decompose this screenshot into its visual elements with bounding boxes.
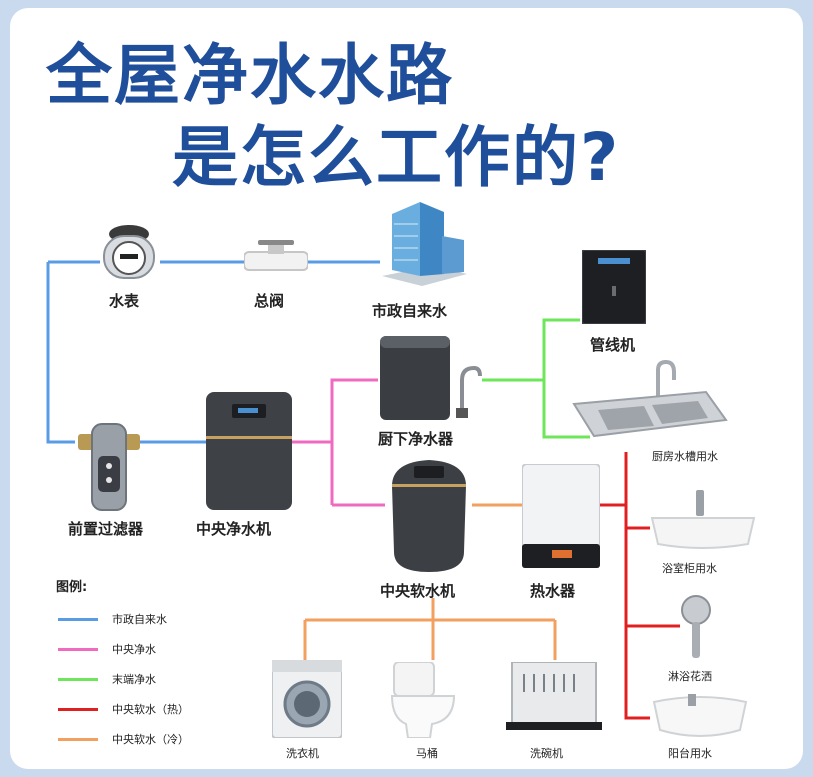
water-heater-icon [522, 464, 600, 568]
label-central-purifier: 中央净水机 [196, 520, 272, 538]
legend-label: 市政自来水 [112, 613, 167, 626]
legend-swatch [58, 618, 98, 621]
legend-label: 中央净水 [112, 643, 156, 656]
water-meter-icon [103, 225, 155, 279]
label-municipal: 市政自来水 [372, 302, 448, 320]
terminal-pipe [482, 318, 590, 439]
label-under-sink: 厨下净水器 [378, 430, 454, 448]
under-sink-purifier-icon [380, 336, 482, 420]
bathroom-basin-icon [650, 490, 756, 549]
central-softener-icon [392, 460, 466, 572]
valve-icon [244, 240, 308, 271]
label-pipeline-machine: 管线机 [590, 336, 636, 354]
legend-label: 末端净水 [112, 673, 156, 686]
label-main-valve: 总阀 [254, 292, 285, 310]
municipal-pipe [46, 260, 380, 444]
purified-pipe [290, 378, 385, 507]
toilet-icon [390, 662, 456, 738]
label-washer: 洗衣机 [286, 747, 319, 760]
label-bathroom-cabinet: 浴室柜用水 [662, 562, 717, 575]
legend-title: 图例: [56, 580, 88, 595]
label-water-meter: 水表 [109, 292, 140, 310]
pipeline-machine-icon [582, 250, 646, 324]
soft-cold-pipe [303, 503, 557, 660]
shower-icon [681, 595, 711, 658]
washer-icon [272, 660, 342, 738]
kitchen-sink-icon [572, 360, 728, 438]
legend-swatch [58, 708, 98, 711]
label-prefilter: 前置过滤器 [68, 520, 144, 538]
legend-swatch [58, 678, 98, 681]
dishwasher-icon [506, 662, 602, 730]
central-purifier-icon [206, 392, 292, 510]
legend-label: 中央软水（冷） [112, 733, 189, 746]
label-central-softener: 中央软水机 [380, 582, 456, 600]
building-icon [382, 202, 467, 286]
label-shower: 淋浴花洒 [668, 670, 712, 683]
label-toilet: 马桶 [416, 747, 438, 760]
balcony-basin-icon [652, 694, 748, 737]
label-kitchen-sink: 厨房水槽用水 [652, 450, 718, 463]
label-dishwasher: 洗碗机 [530, 747, 563, 760]
prefilter-icon [78, 423, 140, 511]
label-water-heater: 热水器 [530, 582, 576, 600]
title-line-1: 全屋净水水路 [46, 37, 454, 114]
title-line-2: 是怎么工作的? [172, 119, 621, 196]
legend-swatch [58, 648, 98, 651]
legend-label: 中央软水（热） [112, 703, 189, 716]
soft-hot-pipe [600, 452, 680, 720]
label-balcony: 阳台用水 [668, 747, 712, 760]
legend-swatch [58, 738, 98, 741]
